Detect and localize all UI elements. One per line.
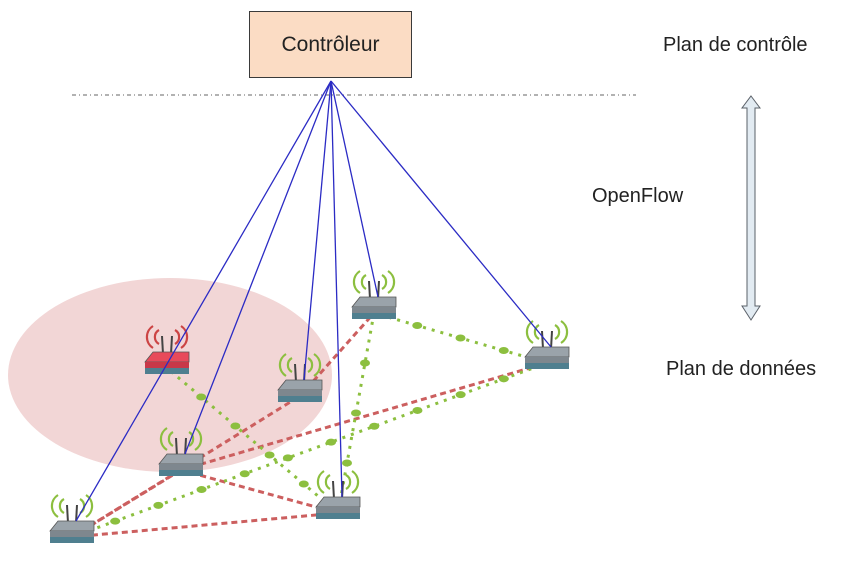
antenna-wave-icon [85, 494, 94, 518]
antenna-icon [66, 504, 69, 524]
antenna-wave-icon [194, 427, 203, 451]
openflow-link [303, 80, 332, 381]
control-plane-label: Plan de contrôle [663, 34, 808, 56]
router-top [315, 496, 361, 508]
router-top [144, 351, 190, 363]
wireless-link-dot [455, 334, 466, 342]
router-front [316, 507, 360, 513]
data-plane-label: Plan de données [666, 358, 817, 380]
wireless-links [71, 311, 548, 539]
coverage-zone [8, 278, 332, 472]
antenna-icon [368, 280, 371, 300]
wireless-link-dot [498, 347, 509, 354]
wired-link [71, 511, 339, 539]
antenna-wave-icon [167, 431, 174, 447]
openflow-link [330, 80, 379, 298]
antenna-wave-icon [278, 353, 287, 377]
wired-link [180, 468, 339, 515]
wireless-link-dot [498, 375, 509, 383]
wireless-link-dot [196, 486, 207, 494]
wireless-link-dot [298, 480, 309, 488]
antenna-wave-icon [58, 498, 65, 514]
wired-links [71, 312, 548, 539]
wireless-link-dot [282, 454, 293, 462]
wireless-link-dot [326, 438, 337, 446]
wireless-link [71, 361, 548, 539]
antenna-icon [332, 480, 335, 500]
openflow-label: OpenFlow [592, 185, 684, 207]
router-node [277, 353, 323, 402]
antenna-wave-icon [50, 494, 59, 518]
openflow-link [330, 80, 552, 348]
wireless-link-dot [196, 393, 207, 401]
antenna-wave-icon [180, 325, 189, 349]
antenna-wave-icon [145, 325, 154, 349]
wired-link [180, 361, 548, 472]
antenna-wave-icon [307, 357, 314, 373]
openflow-link [75, 80, 332, 522]
router-top [524, 346, 570, 358]
wireless-link [166, 366, 339, 515]
antenna-wave-icon [351, 470, 360, 494]
router-top [277, 379, 323, 391]
router-node [524, 320, 570, 369]
router-node [315, 470, 361, 519]
antenna-wave-icon [352, 270, 361, 294]
router-front [50, 531, 94, 537]
antenna-wave-icon [560, 320, 569, 344]
wireless-link-dot [230, 422, 241, 430]
router-top [158, 453, 204, 465]
wireless-link-dot [412, 322, 423, 329]
antenna-icon [175, 437, 178, 457]
openflow-links [75, 80, 552, 522]
wireless-link-dot [369, 422, 380, 430]
bidirectional-arrow [741, 95, 761, 321]
antenna-wave-icon [381, 274, 388, 290]
antenna-wave-icon [387, 270, 396, 294]
antenna-wave-icon [159, 427, 168, 451]
controller-label: Contrôleur [281, 32, 380, 56]
antenna-wave-icon [345, 474, 352, 490]
wireless-link-dot [110, 517, 121, 525]
router-nodes [49, 270, 570, 543]
antenna-wave-icon [360, 274, 367, 290]
antenna-wave-icon [324, 474, 331, 490]
antenna-icon [550, 330, 553, 350]
wireless-link-dot [455, 391, 466, 399]
antenna-wave-icon [188, 431, 195, 447]
router-node [351, 270, 397, 319]
wireless-link-dot [360, 359, 370, 367]
antenna-wave-icon [554, 324, 561, 340]
antenna-wave-icon [286, 357, 293, 373]
router-top [351, 296, 397, 308]
antenna-wave-icon [174, 329, 181, 345]
antenna-icon [541, 330, 544, 350]
wireless-link-dot [342, 459, 352, 467]
antenna-wave-icon [533, 324, 540, 340]
antenna-icon [170, 335, 173, 355]
antenna-wave-icon [313, 353, 322, 377]
wireless-link-dot [153, 501, 164, 509]
router-node [49, 494, 95, 543]
wireless-link-dot [412, 406, 423, 414]
openflow-link [184, 80, 332, 455]
wireless-link-dot [239, 470, 250, 478]
wired-link [298, 312, 376, 397]
antenna-icon [294, 363, 297, 383]
router-node [158, 427, 204, 476]
router-front [352, 307, 396, 313]
wireless-link-dot [264, 451, 275, 459]
antenna-icon [161, 335, 164, 355]
wireless-link-dot [351, 409, 361, 417]
controller-box: Contrôleur [249, 11, 412, 78]
router-front [278, 390, 322, 396]
antenna-wave-icon [153, 329, 160, 345]
openflow-link [330, 80, 343, 498]
router-top [49, 520, 95, 532]
router-front [525, 357, 569, 363]
router-front [159, 464, 203, 470]
antenna-wave-icon [316, 470, 325, 494]
